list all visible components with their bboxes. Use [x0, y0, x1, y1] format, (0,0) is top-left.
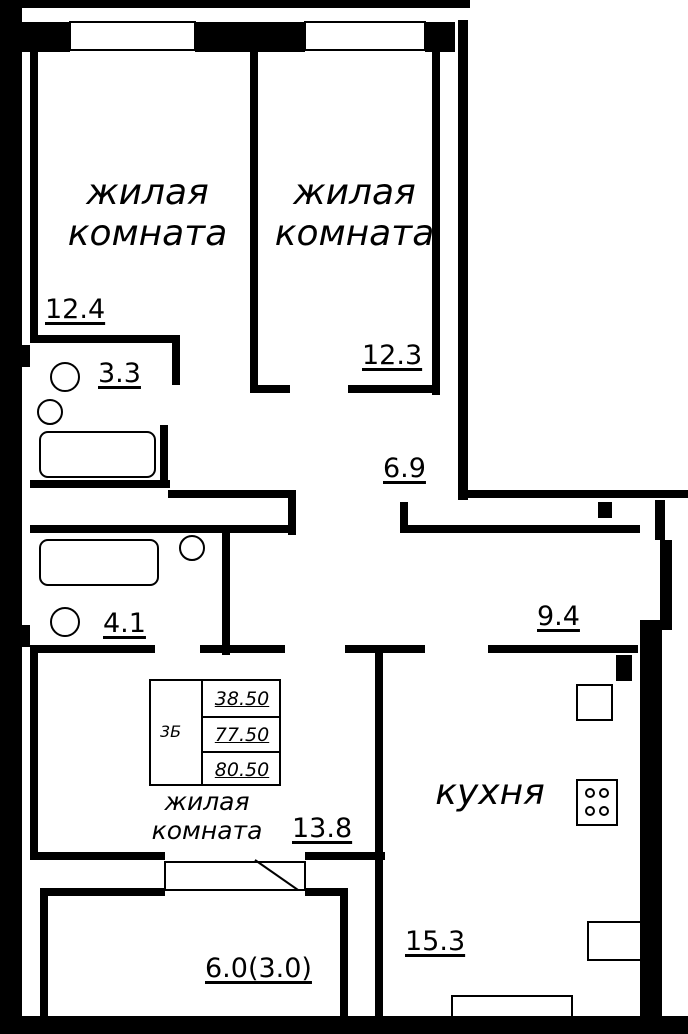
- wall-segment: [12, 345, 30, 367]
- table-value-1: 38.50: [214, 688, 270, 710]
- room-name-kitchen: кухня: [435, 772, 545, 813]
- area-bathroom-2: 4.1: [103, 608, 146, 639]
- wall-segment: [655, 500, 665, 540]
- window: [69, 21, 196, 51]
- area-balcony: 6.0(3.0): [205, 953, 312, 984]
- window: [451, 995, 573, 1019]
- wall-segment: [30, 645, 155, 653]
- wall-segment: [195, 22, 305, 52]
- wall-segment: [250, 385, 290, 393]
- wall-segment: [660, 540, 672, 630]
- wall-segment: [375, 650, 383, 1020]
- wall-segment: [425, 22, 455, 52]
- wall-segment: [432, 50, 440, 395]
- area-living-1: 12.4: [45, 294, 106, 325]
- wall-segment: [345, 645, 425, 653]
- wall-segment: [200, 645, 285, 653]
- apartment-type: 3Б: [160, 722, 182, 741]
- wall-segment: [458, 20, 468, 500]
- exterior-wall-bottom: [0, 1016, 688, 1034]
- wall-segment: [400, 525, 640, 533]
- wall-segment: [250, 50, 258, 390]
- wall-segment: [30, 852, 165, 860]
- bathtub: [39, 431, 156, 478]
- wall-segment: [488, 645, 638, 653]
- exterior-wall-top: [0, 0, 470, 8]
- wall-segment: [465, 490, 688, 498]
- washbasin: [37, 399, 63, 425]
- wall-segment: [30, 480, 170, 488]
- wall-segment: [12, 625, 30, 647]
- wall-segment: [160, 425, 168, 485]
- kitchen-stove: [576, 779, 618, 826]
- window: [164, 861, 306, 891]
- wall-segment: [400, 502, 408, 532]
- table-value-3: 80.50: [214, 759, 270, 781]
- kitchen-sink: [576, 684, 613, 721]
- wall-segment: [30, 50, 38, 340]
- wall-segment: [222, 530, 230, 655]
- toilet: [50, 607, 80, 637]
- apartment-table: [149, 679, 281, 786]
- wall-segment: [40, 888, 48, 1018]
- wall-segment: [30, 335, 180, 343]
- wall-segment: [640, 620, 662, 1020]
- bathtub: [39, 539, 159, 586]
- wall-segment: [288, 490, 296, 535]
- area-bathroom-1: 3.3: [98, 358, 141, 389]
- stove-burner: [585, 788, 595, 798]
- area-living-3: 13.8: [292, 813, 353, 844]
- wall-segment: [598, 502, 612, 518]
- wall-segment: [168, 490, 296, 498]
- wall-segment: [305, 888, 345, 896]
- wall-segment: [340, 888, 348, 1018]
- exterior-wall-left: [0, 0, 22, 1034]
- wall-segment: [30, 525, 292, 533]
- area-kitchen: 15.3: [405, 926, 466, 957]
- wall-segment: [616, 655, 632, 681]
- wall-segment: [348, 385, 440, 393]
- stove-burner: [599, 806, 609, 816]
- boiler: [587, 921, 657, 961]
- table-value-2: 77.50: [214, 724, 270, 746]
- area-living-2: 12.3: [362, 340, 423, 371]
- wall-segment: [30, 650, 38, 860]
- toilet: [50, 362, 80, 392]
- stove-burner: [585, 806, 595, 816]
- wall-segment: [40, 888, 165, 896]
- area-corridor: 6.9: [383, 453, 426, 484]
- stove-burner: [599, 788, 609, 798]
- wall-segment: [22, 22, 70, 52]
- area-hall: 9.4: [537, 601, 580, 632]
- door-swing: [254, 859, 299, 891]
- window: [304, 21, 426, 51]
- wall-segment: [305, 852, 385, 860]
- washbasin: [179, 535, 205, 561]
- wall-segment: [172, 335, 180, 385]
